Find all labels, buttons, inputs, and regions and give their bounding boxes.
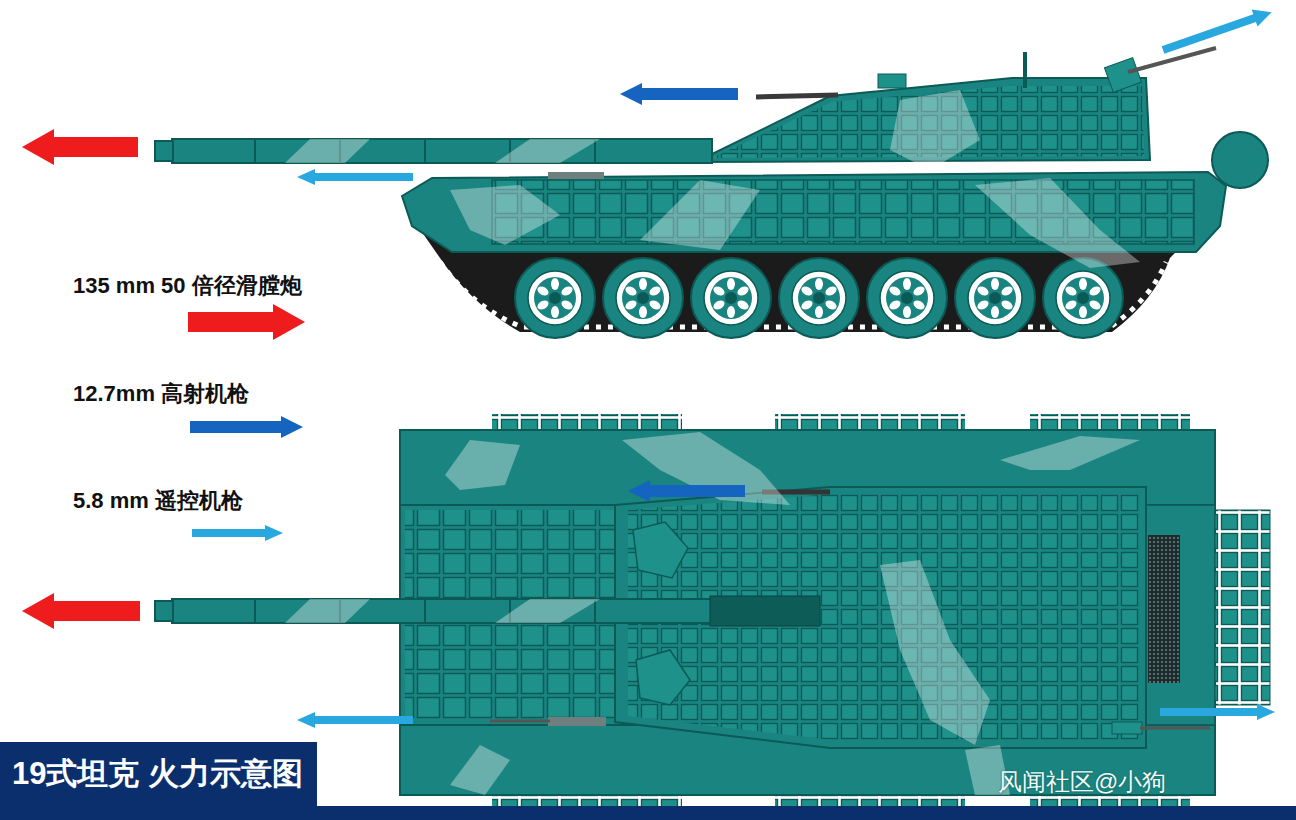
legend-label: 5.8 mm 遥控机枪 (73, 486, 243, 516)
title-band: 19式坦克 火力示意图 (0, 742, 317, 806)
rws-arrow (192, 4, 1275, 728)
legend-label: 12.7mm 高射机枪 (73, 379, 249, 409)
watermark: 风闻社区@小狗 (998, 766, 1166, 798)
legend-label: 135 mm 50 倍径滑膛炮 (73, 271, 302, 301)
cannon-arrow (22, 129, 305, 629)
